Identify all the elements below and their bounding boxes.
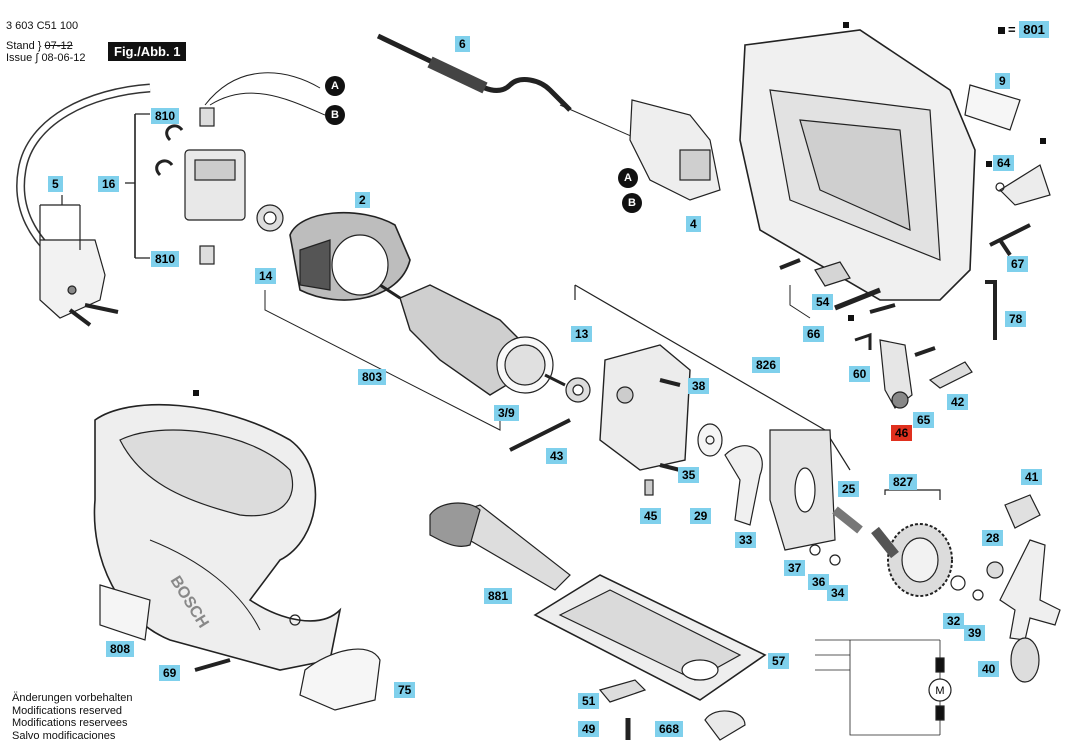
part-label: 668	[655, 721, 684, 737]
part-label: 36	[808, 574, 830, 590]
part-label: 45	[640, 508, 662, 524]
footer-line: Änderungen vorbehalten	[12, 692, 133, 704]
part-label: 4	[686, 216, 701, 232]
footer-line: Modifications reservees	[12, 717, 128, 729]
part-label: 42	[947, 394, 969, 410]
footer-line: Modifications reserved	[12, 704, 123, 717]
connector-b-left: B	[325, 105, 345, 125]
part-label: 35	[678, 467, 700, 483]
part-label: 5	[48, 176, 63, 192]
footer-notice: Änderungen vorbehalten Modifications res…	[12, 692, 132, 742]
part-label: 9	[995, 73, 1010, 89]
stand-row: Stand } 07-12	[6, 40, 73, 52]
part-label: 32	[943, 613, 965, 629]
part-label: 57	[768, 653, 790, 669]
part-label: 49	[578, 721, 600, 737]
issue-label: Issue	[6, 52, 33, 64]
part-label: 54	[812, 294, 834, 310]
part-label: 67	[1007, 256, 1029, 272]
connector-a-right: A	[618, 168, 638, 188]
power-plug	[39, 239, 106, 319]
issue-value: 08-06-12	[41, 52, 86, 64]
part-label: 69	[159, 665, 181, 681]
part-label: 65	[913, 412, 935, 428]
part-label: 25	[838, 481, 860, 497]
part-label: 29	[690, 508, 712, 524]
part-label: 66	[803, 326, 825, 342]
doc-number: 3 603 C51 100	[6, 20, 79, 32]
part-label: 39	[964, 625, 986, 641]
gear-housing	[599, 344, 691, 471]
part-label: 78	[1005, 311, 1027, 327]
stand-label: Stand	[6, 40, 35, 52]
part-label: 803	[358, 369, 387, 385]
part-label: 51	[578, 693, 600, 709]
part-label: 826	[752, 357, 781, 373]
part-label: 881	[484, 588, 513, 604]
motor-symbol: M	[935, 685, 944, 697]
legend-marker	[998, 27, 1005, 35]
part-label: 2	[355, 192, 370, 208]
part-label: 16	[98, 176, 120, 192]
connector-b-right: B	[622, 193, 642, 213]
part-label: 810	[151, 251, 180, 267]
part-label: 37	[784, 560, 806, 576]
part-label: 60	[849, 366, 871, 382]
legend: = 801	[998, 21, 1049, 38]
power-cable	[376, 33, 572, 112]
part-label: 75	[394, 682, 416, 698]
connector-a-left: A	[325, 76, 345, 96]
part-label: 40	[978, 661, 1000, 677]
part-label: 808	[106, 641, 135, 657]
stand-value: 07-12	[44, 40, 73, 52]
legend-equals: =	[1008, 22, 1016, 37]
footer-line: Salvo modificaciones	[12, 729, 116, 742]
part-label: 34	[827, 585, 849, 601]
figure-title: Fig./Abb. 1	[108, 42, 187, 61]
part-label: 827	[889, 474, 918, 490]
part-label: 28	[982, 530, 1004, 546]
part-label: 33	[735, 532, 757, 548]
part-label: 810	[151, 108, 180, 124]
part-label: 6	[455, 36, 470, 52]
part-label-highlighted: 46	[891, 425, 913, 441]
legend-part: 801	[1019, 21, 1049, 38]
issue-row: Issue ∫ 08-06-12	[6, 52, 86, 64]
part-label: 64	[993, 155, 1015, 171]
part-label: 3/9	[494, 405, 519, 421]
part-label: 13	[571, 326, 593, 342]
part-label: 38	[688, 378, 710, 394]
part-label: 14	[255, 268, 277, 284]
wiring-diagram	[815, 639, 940, 736]
part-label: 43	[546, 448, 568, 464]
part-label: 41	[1021, 469, 1043, 485]
